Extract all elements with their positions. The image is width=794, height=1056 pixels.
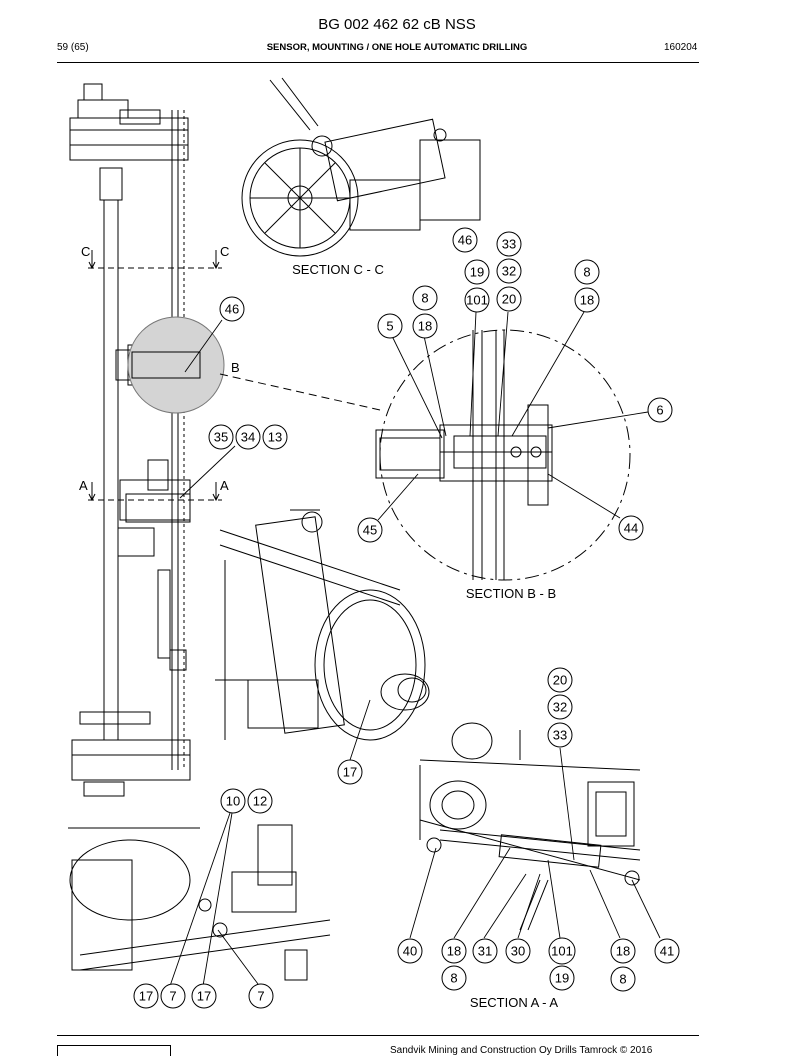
footer-rule (57, 1035, 699, 1036)
section-bb-label: SECTION B - B (466, 586, 556, 601)
main-assembly-view (69, 83, 197, 797)
section-cut-a (88, 482, 222, 502)
marker-c-right: C (220, 244, 229, 259)
balloon: 20 (553, 673, 567, 688)
isometric-pulley-view (215, 509, 430, 741)
balloon: 12 (253, 794, 267, 809)
footer-copyright: Sandvik Mining and Construction Oy Drill… (390, 1045, 653, 1056)
section-aa-view (419, 722, 641, 931)
balloon: 5 (386, 319, 393, 334)
balloon: 7 (169, 989, 176, 1004)
marker-b: B (231, 360, 240, 375)
balloon: 18 (447, 944, 461, 959)
balloon: 18 (616, 944, 630, 959)
balloon: 8 (619, 972, 626, 987)
section-cut-c (88, 250, 222, 270)
header-rule (57, 62, 699, 63)
balloon: 19 (470, 265, 484, 280)
balloon: 8 (421, 291, 428, 306)
document-code: BG 002 462 62 cB NSS (318, 16, 476, 33)
balloon: 41 (660, 944, 674, 959)
balloon: 18 (418, 319, 432, 334)
balloon: 17 (343, 765, 357, 780)
balloon: 33 (502, 237, 516, 252)
balloon: 101 (551, 944, 573, 959)
balloon: 10 (226, 794, 240, 809)
bottom-left-isometric-view (68, 824, 331, 981)
balloon: 101 (466, 293, 488, 308)
balloon: 18 (580, 293, 594, 308)
detail-b-part (131, 351, 201, 379)
balloon: 19 (555, 971, 569, 986)
page-number: 59 (65) (57, 42, 89, 53)
marker-a-left: A (79, 478, 88, 493)
section-cc-view (241, 77, 481, 257)
section-bb-view (375, 329, 631, 581)
balloon: 30 (511, 944, 525, 959)
balloon: 33 (553, 728, 567, 743)
balloon: 31 (478, 944, 492, 959)
balloon: 17 (139, 989, 153, 1004)
balloon: 34 (241, 430, 255, 445)
balloon: 40 (403, 944, 417, 959)
balloon: 20 (502, 292, 516, 307)
balloon: 32 (553, 700, 567, 715)
document-date: 160204 (664, 42, 698, 53)
balloon: 17 (197, 989, 211, 1004)
balloon: 13 (268, 430, 282, 445)
leader-lines (169, 311, 661, 987)
balloon: 35 (214, 430, 228, 445)
balloon: 45 (363, 523, 377, 538)
balloon: 44 (624, 521, 638, 536)
balloon: 46 (225, 302, 239, 317)
balloon: 7 (257, 989, 264, 1004)
page-title: SENSOR, MOUNTING / ONE HOLE AUTOMATIC DR… (266, 42, 528, 53)
detail-b-circle (127, 316, 225, 414)
detail-b-leader (219, 373, 381, 411)
balloon: 8 (583, 265, 590, 280)
part-balloons: 46 33 19 32 8 8 101 20 18 46 5 18 6 35 3… (133, 227, 680, 1009)
balloon: 6 (656, 403, 663, 418)
section-cc-label: SECTION C - C (292, 262, 384, 277)
section-aa-label: SECTION A - A (470, 995, 558, 1010)
marker-c-left: C (81, 244, 90, 259)
marker-a-right: A (220, 478, 229, 493)
balloon: 8 (450, 971, 457, 986)
balloon: 46 (458, 233, 472, 248)
brand-logo (57, 1045, 171, 1056)
balloon: 32 (502, 264, 516, 279)
